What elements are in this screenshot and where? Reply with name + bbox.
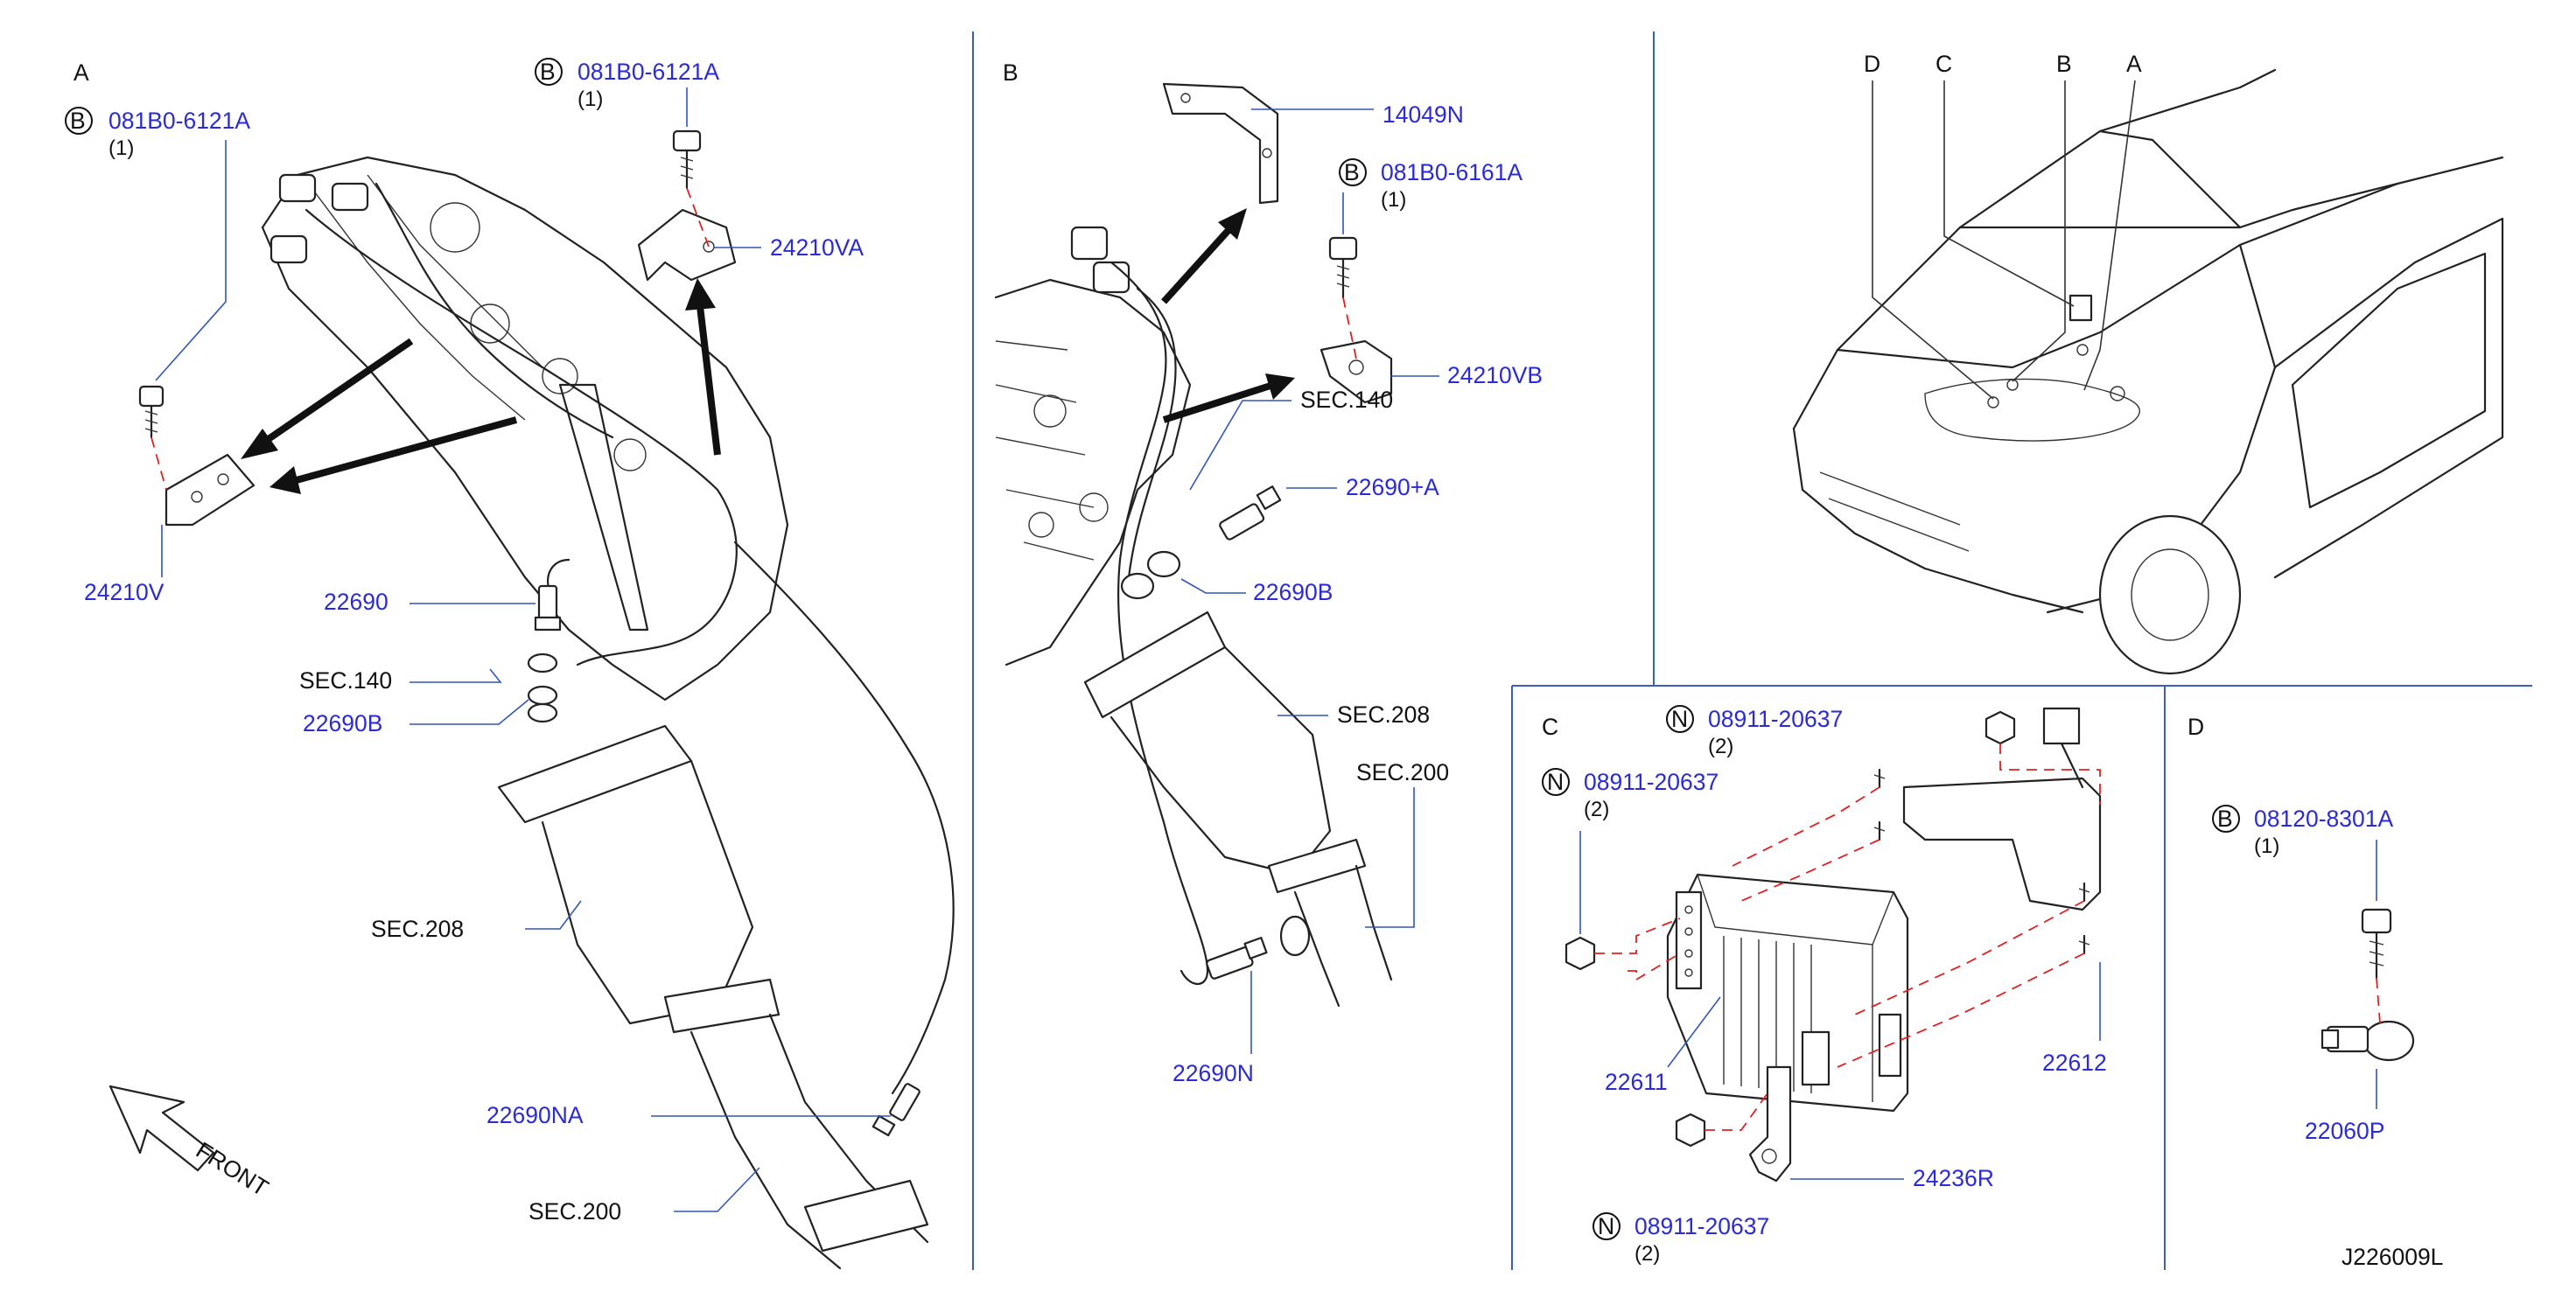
vehicle-callouts: D C B A <box>1864 51 2142 400</box>
c-ecm-22611[interactable]: 22611 <box>1605 1069 1668 1095</box>
section-a-letter: A <box>74 59 89 86</box>
nut-symbol-letter: N <box>1598 1213 1614 1239</box>
b-seal-22690b[interactable]: 22690B <box>1253 579 1333 605</box>
panel-dividers <box>972 31 2532 1270</box>
c-nut-top-part[interactable]: 08911-20637 <box>1708 706 1843 732</box>
section-a-illustration <box>138 129 955 1270</box>
c-nut-left-part[interactable]: 08911-20637 <box>1584 769 1718 795</box>
bolt-symbol <box>535 58 563 86</box>
a-sec208[interactable]: SEC.208 <box>371 916 464 942</box>
section-d-labels: B 08120-8301A (1) 22060P <box>2212 805 2393 1144</box>
section-b-labels: 14049N B 081B0-6161A (1) 24210VB SEC.140… <box>1172 101 1543 1086</box>
bolt-symbol <box>1339 158 1367 186</box>
d-bolt-qty: (1) <box>2254 834 2279 858</box>
c-nut-bottom-part[interactable]: 08911-20637 <box>1634 1213 1769 1239</box>
section-d-letter: D <box>2188 714 2204 740</box>
callout-b: B <box>2056 51 2072 77</box>
section-c-illustration <box>1564 707 2102 1183</box>
b-sec200[interactable]: SEC.200 <box>1356 759 1449 785</box>
nut-symbol-letter: N <box>1671 706 1688 732</box>
a-bolt-left-qty: (1) <box>108 136 134 160</box>
b-bolt-part[interactable]: 081B0-6161A <box>1381 159 1522 185</box>
c-nut-top-qty: (2) <box>1708 735 1733 758</box>
a-bolt-top-part[interactable]: 081B0-6121A <box>578 59 719 85</box>
b-bolt-qty: (1) <box>1381 188 1406 212</box>
b-sensor-22690-plus-a[interactable]: 22690+A <box>1346 474 1439 500</box>
d-knock-sensor-22060p[interactable]: 22060P <box>2305 1118 2384 1144</box>
d-bolt-part[interactable]: 08120-8301A <box>2254 806 2393 832</box>
a-bracket-24210va[interactable]: 24210VA <box>770 234 864 261</box>
a-bolt-top-qty: (1) <box>578 87 603 111</box>
vehicle-illustration <box>1792 68 2504 675</box>
bolt-symbol-letter: B <box>70 108 86 134</box>
nut-symbol <box>1666 705 1694 733</box>
bolt-symbol <box>2212 805 2240 833</box>
section-d-illustration <box>2320 908 2415 1062</box>
c-nut-left-qty: (2) <box>1584 798 1609 821</box>
b-sensor-22690n[interactable]: 22690N <box>1172 1060 1254 1086</box>
section-b-letter: B <box>1003 59 1018 86</box>
bolt-symbol <box>65 107 93 135</box>
section-c-labels: N 08911-20637 (2) N 08911-20637 (2) 2261… <box>1542 705 2107 1266</box>
nut-symbol <box>1592 1212 1620 1240</box>
c-nut-bottom-qty: (2) <box>1634 1242 1660 1266</box>
callout-a: A <box>2126 51 2142 77</box>
a-sec200[interactable]: SEC.200 <box>528 1198 621 1225</box>
bolt-symbol-letter: B <box>540 59 556 85</box>
section-c-letter: C <box>1542 714 1558 740</box>
b-bracket-14049n[interactable]: 14049N <box>1382 101 1464 128</box>
front-arrow <box>108 1085 215 1172</box>
a-bracket-24210v[interactable]: 24210V <box>84 579 164 605</box>
bolt-symbol-letter: B <box>2217 806 2233 832</box>
b-sec140[interactable]: SEC.140 <box>1300 387 1393 413</box>
c-bracket-22612[interactable]: 22612 <box>2042 1050 2107 1076</box>
bolt-symbol-letter: B <box>1344 159 1360 185</box>
a-bolt-left-part[interactable]: 081B0-6121A <box>108 108 250 134</box>
a-sec140[interactable]: SEC.140 <box>299 667 392 694</box>
a-seal-22690b[interactable]: 22690B <box>303 710 382 736</box>
nut-symbol-letter: N <box>1547 769 1564 795</box>
c-bracket-24236r[interactable]: 24236R <box>1913 1165 1994 1191</box>
b-bracket-24210vb[interactable]: 24210VB <box>1447 362 1543 388</box>
callout-c: C <box>1936 51 1952 77</box>
nut-symbol <box>1542 768 1570 796</box>
a-sensor-22690na[interactable]: 22690NA <box>486 1102 584 1128</box>
a-sensor-22690[interactable]: 22690 <box>324 589 388 615</box>
b-sec208[interactable]: SEC.208 <box>1337 701 1430 728</box>
callout-d: D <box>1864 51 1880 77</box>
diagram-id: J226009L <box>2342 1244 2443 1270</box>
front-label: FRONT <box>192 1137 273 1202</box>
section-b-illustration <box>994 82 1393 1008</box>
